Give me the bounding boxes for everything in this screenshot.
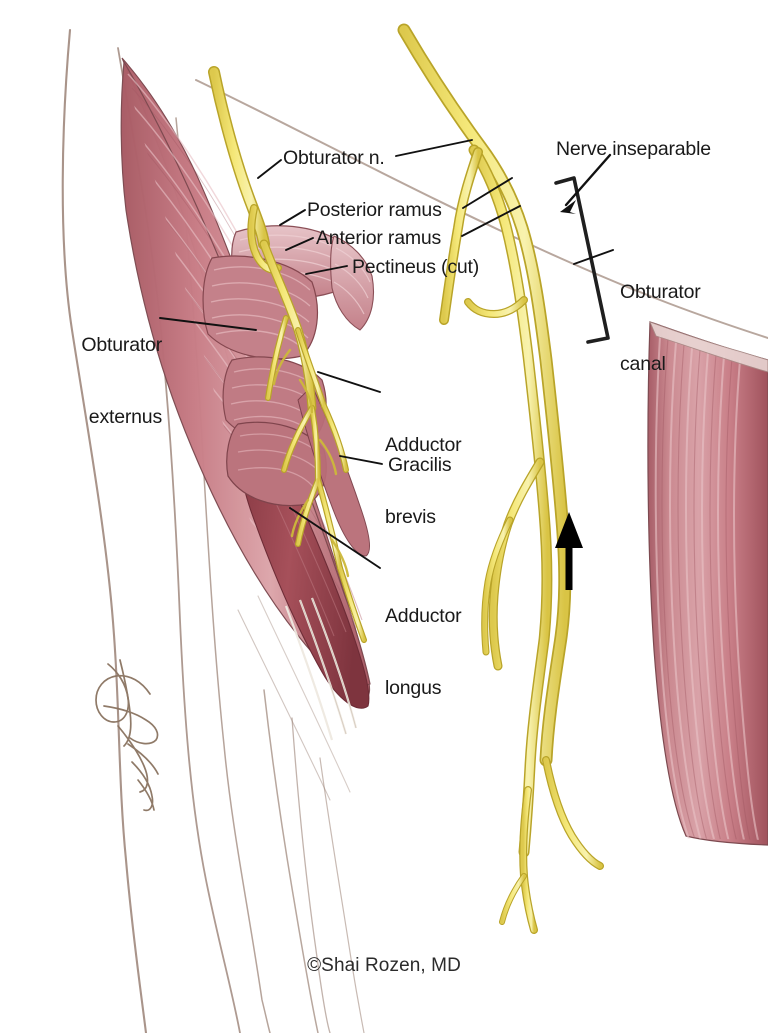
- nerve-right-parallel-fill: [470, 146, 551, 856]
- nerve-inseparable-arrow: [560, 153, 612, 214]
- nerve-right-distal-outline: [542, 756, 604, 870]
- striation-shadows-right-band: [661, 337, 753, 840]
- nerve-right-mid-branch-fill: [465, 297, 527, 317]
- label-adductor-brevis: Adductor brevis: [385, 385, 462, 577]
- nerve-trunk-main-fill: [209, 67, 269, 249]
- leader-anterior-ramus-left: [285, 237, 314, 251]
- label-adductor-longus: Adductor longus: [385, 556, 462, 748]
- signature-shai-rozen: [95, 659, 159, 812]
- nerve-branch-fills: [266, 316, 366, 642]
- leader-posterior-ramus-left: [279, 209, 306, 226]
- nerve-right-distal-fork-fill: [500, 874, 526, 924]
- muscle-right-band-fascia-edge: [649, 321, 768, 373]
- obturator-nerve-right-panel: [397, 23, 604, 934]
- leader-adductor-brevis: [317, 371, 381, 393]
- leader-obturator-externus: [159, 317, 257, 331]
- leader-obturator-n-left: [257, 159, 282, 179]
- striations-right-band: [654, 335, 761, 840]
- right-panel-muscle-band: [647, 321, 768, 846]
- label-adductor-longus-line2: longus: [385, 677, 442, 699]
- label-obturator-externus-line2: externus: [88, 406, 162, 428]
- label-obturator-canal-line2: canal: [620, 353, 666, 375]
- nerve-right-trunk-fill: [399, 25, 570, 765]
- nerve-twigs: [272, 348, 350, 578]
- leader-anterior-ramus-right: [461, 205, 521, 237]
- leader-obturator-n-right: [395, 139, 473, 157]
- copyright-credit: ©Shai Rozen, MD: [307, 955, 461, 976]
- leader-gracilis: [339, 455, 383, 465]
- label-nerve-inseparable: Nerve inseparable: [556, 138, 711, 160]
- leader-posterior-ramus-right: [462, 177, 513, 209]
- muscle-adductor-longus-body: [240, 439, 370, 709]
- nerve-right-terminal-a-fill: [489, 458, 544, 670]
- label-adductor-longus-line1: Adductor: [385, 605, 462, 627]
- label-gracilis: Gracilis: [388, 454, 452, 476]
- thigh-dissection-panel: [120, 57, 375, 741]
- obturator-nerve-left: [208, 66, 367, 643]
- label-obturator-canal: Obturator canal: [620, 232, 701, 424]
- nerve-right-terminal-b-fill: [482, 517, 513, 655]
- label-obturator-externus-line1: Obturator: [81, 334, 162, 356]
- leader-adductor-longus: [289, 507, 381, 569]
- label-obturator-n: Obturator n.: [283, 147, 385, 169]
- striations-pectineus-flap: [333, 247, 371, 315]
- label-anterior-ramus: Anterior ramus: [316, 227, 442, 249]
- label-obturator-externus: Obturator externus: [80, 285, 162, 477]
- leader-obturator-canal: [573, 249, 614, 265]
- leader-lines: [159, 139, 614, 569]
- label-obturator-canal-line1: Obturator: [620, 281, 701, 303]
- nerve-right-lateral-branch-fill: [440, 148, 482, 324]
- label-pectineus-cut: Pectineus (cut): [352, 256, 480, 278]
- label-adductor-brevis-line2: brevis: [385, 506, 436, 528]
- nerve-right-distal-fill: [543, 757, 603, 869]
- label-posterior-ramus: Posterior ramus: [307, 199, 442, 221]
- upward-arrow-marker: [555, 512, 583, 590]
- label-adductor-brevis-line1: Adductor: [385, 434, 462, 456]
- leader-pectineus: [305, 265, 348, 275]
- fascia-strand-outlines: [299, 597, 357, 735]
- muscle-pectineus-cut-right-flap: [330, 235, 375, 331]
